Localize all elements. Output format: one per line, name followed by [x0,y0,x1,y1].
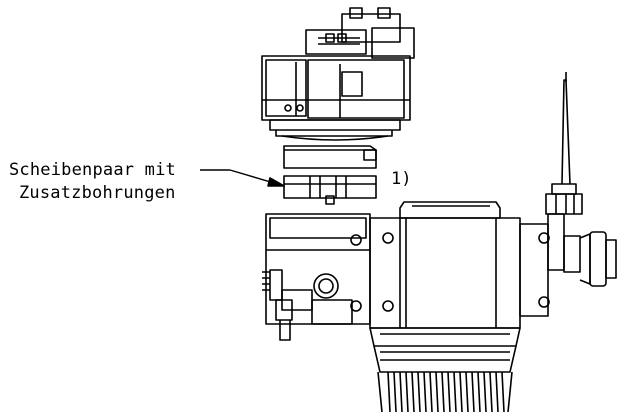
callout-label-line2: Zusatzbohrungen [19,183,176,203]
drive-unit [261,7,415,141]
disc-pair [283,145,377,205]
filter-skirt [373,345,517,412]
callout-leader [200,169,285,187]
outlet-fitting [545,72,617,287]
valve-body [262,201,550,347]
callout-label-line1: Scheibenpaar mit [9,160,176,180]
footnote-marker: 1) [391,169,412,189]
